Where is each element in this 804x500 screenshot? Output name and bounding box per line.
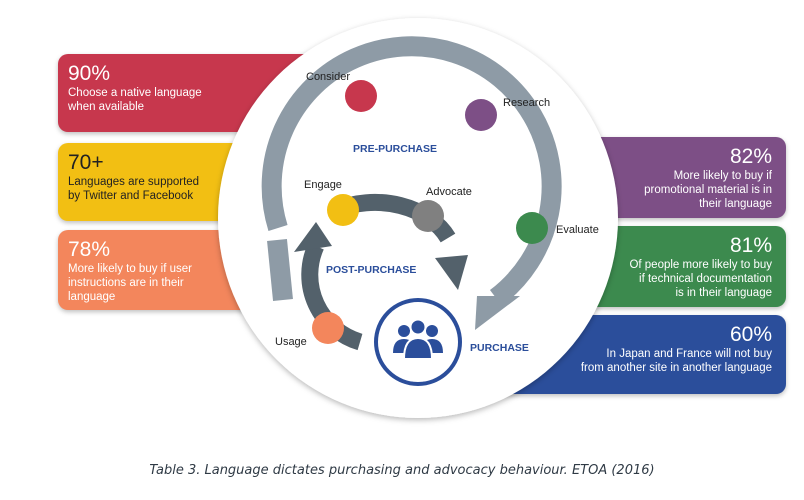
- stat-text-line: More likely to buy if: [673, 170, 772, 182]
- stat-value: 82%: [729, 145, 772, 168]
- evaluate-dot: [516, 212, 548, 244]
- stage-label-advocate: Advocate: [426, 186, 472, 198]
- stat-text-line: More likely to buy if user: [68, 263, 192, 275]
- pre-purchase-arrow: [261, 36, 562, 306]
- loop-arrow-left: [267, 239, 293, 301]
- purchase-label: PURCHASE: [470, 342, 529, 354]
- stat-text-line: Of people more likely to buy: [629, 259, 772, 271]
- stat-text-line: In Japan and France will not buy: [606, 348, 772, 360]
- stage-label-research: Research: [503, 97, 550, 109]
- figure-caption: Table 3. Language dictates purchasing an…: [149, 463, 655, 478]
- people-group-icon: [393, 318, 443, 360]
- stage-label-usage: Usage: [275, 336, 307, 348]
- stat-text-line: if technical documentation: [639, 273, 772, 285]
- usage-arrowhead: [294, 222, 332, 252]
- stat-text-line: language: [68, 291, 116, 303]
- stage-label-consider: Consider: [306, 71, 350, 83]
- stat-value: 78%: [68, 238, 111, 261]
- stat-text-line: when available: [68, 101, 145, 113]
- stage-label-evaluate: Evaluate: [556, 224, 599, 236]
- stat-value: 60%: [729, 323, 772, 346]
- stat-value: 90%: [68, 62, 111, 85]
- post-purchase-label: POST-PURCHASE: [326, 264, 416, 276]
- stat-text-line: promotional material is in: [644, 184, 772, 196]
- stat-text-line: their language: [699, 198, 772, 210]
- stat-text-line: instructions are in their: [68, 277, 184, 289]
- stat-card-81: 81% Of people more likely to buy if tech…: [480, 226, 786, 307]
- pre-purchase-arrowhead: [475, 296, 520, 330]
- consider-dot: [345, 80, 377, 112]
- stat-value: 81%: [729, 234, 772, 257]
- stat-text-line: Choose a native language: [68, 87, 202, 99]
- pre-purchase-label: PRE-PURCHASE: [353, 143, 437, 155]
- stat-value: 70+: [68, 151, 104, 174]
- usage-dot: [312, 312, 344, 344]
- stat-text-line: from another site in another language: [580, 362, 772, 374]
- stat-text-line: Languages are supported: [68, 176, 200, 188]
- research-dot: [465, 99, 497, 131]
- stat-text-line: is in their language: [675, 287, 772, 299]
- stage-label-engage: Engage: [304, 179, 342, 191]
- engage-dot: [327, 194, 359, 226]
- stat-text-line: by Twitter and Facebook: [68, 190, 194, 202]
- advocate-dot: [412, 200, 444, 232]
- usage-arrow: [301, 242, 363, 351]
- post-purchase-arrowhead: [435, 255, 468, 290]
